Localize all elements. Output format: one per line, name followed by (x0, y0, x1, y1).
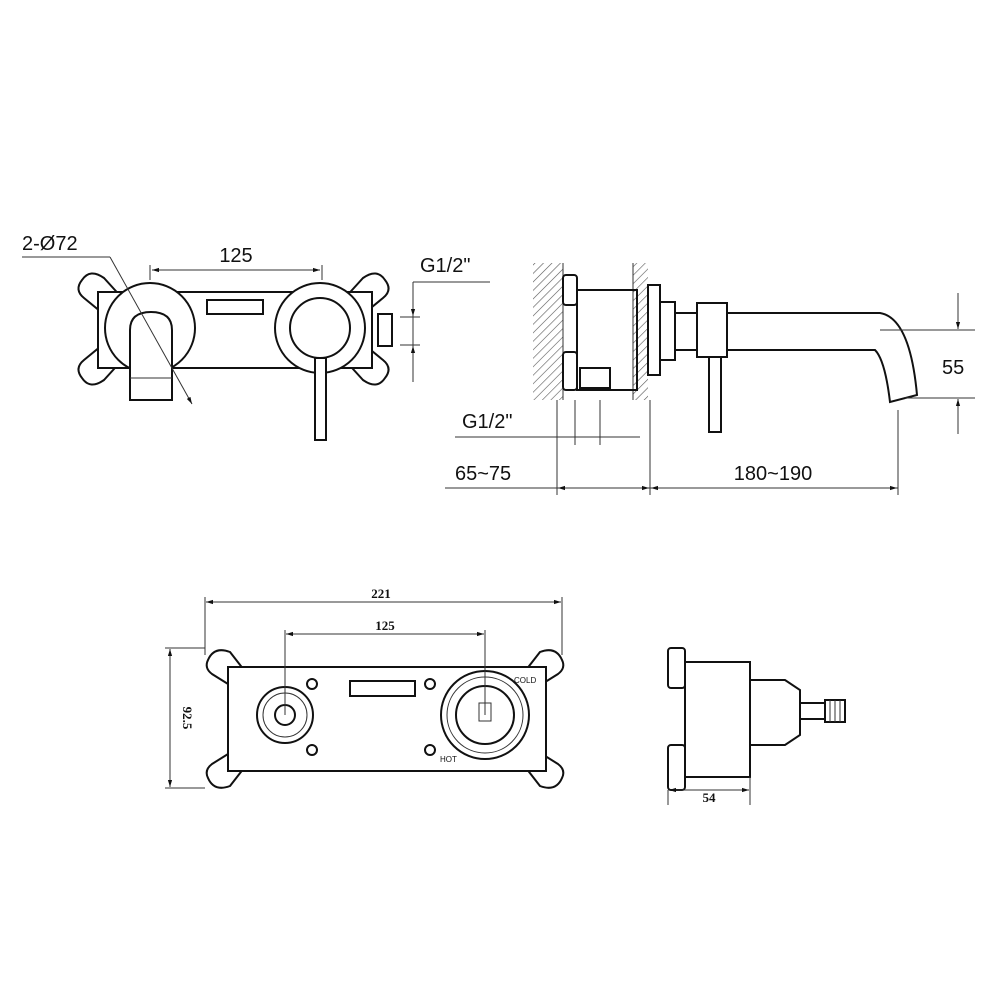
side-view: 55 G1/2" 65~75 180~190 (445, 263, 975, 495)
box-spacing-label: 125 (375, 618, 395, 633)
wall-hatch-rear (533, 263, 563, 400)
inlet-connector (377, 313, 393, 347)
front-spacing-label: 125 (219, 245, 252, 267)
escutcheon-side (647, 284, 661, 376)
wall-hatch-front (633, 263, 648, 400)
cold-label: COLD (514, 676, 536, 685)
handle-lever (314, 357, 327, 441)
depth-range-label: 65~75 (455, 463, 511, 485)
height-55-label: 55 (942, 357, 964, 379)
valve-body-side (576, 289, 638, 391)
lever-side (708, 356, 722, 433)
rough-in-box-side: 54 (667, 647, 846, 805)
box-label-slot (349, 680, 416, 697)
spout-length-label: 180~190 (734, 463, 812, 485)
diameter-label: 2-Ø72 (22, 233, 78, 255)
box-width-label: 221 (371, 586, 391, 601)
label-slot (206, 299, 264, 315)
spout-side (674, 312, 919, 404)
rough-in-box-front: COLD HOT 221 125 92.5 (165, 586, 565, 789)
box-body-side (684, 661, 751, 778)
front-view: 125 2-Ø72 G1/2" (22, 233, 490, 441)
cartridge-housing-side (750, 679, 801, 746)
box-plate (227, 666, 547, 772)
box-depth-label: 54 (703, 790, 717, 805)
box-height-label: 92.5 (180, 707, 195, 730)
hot-label: HOT (440, 755, 457, 764)
front-inlet-label: G1/2" (420, 255, 470, 277)
handle-body-side (696, 302, 728, 358)
side-inlet-label: G1/2" (462, 411, 512, 433)
